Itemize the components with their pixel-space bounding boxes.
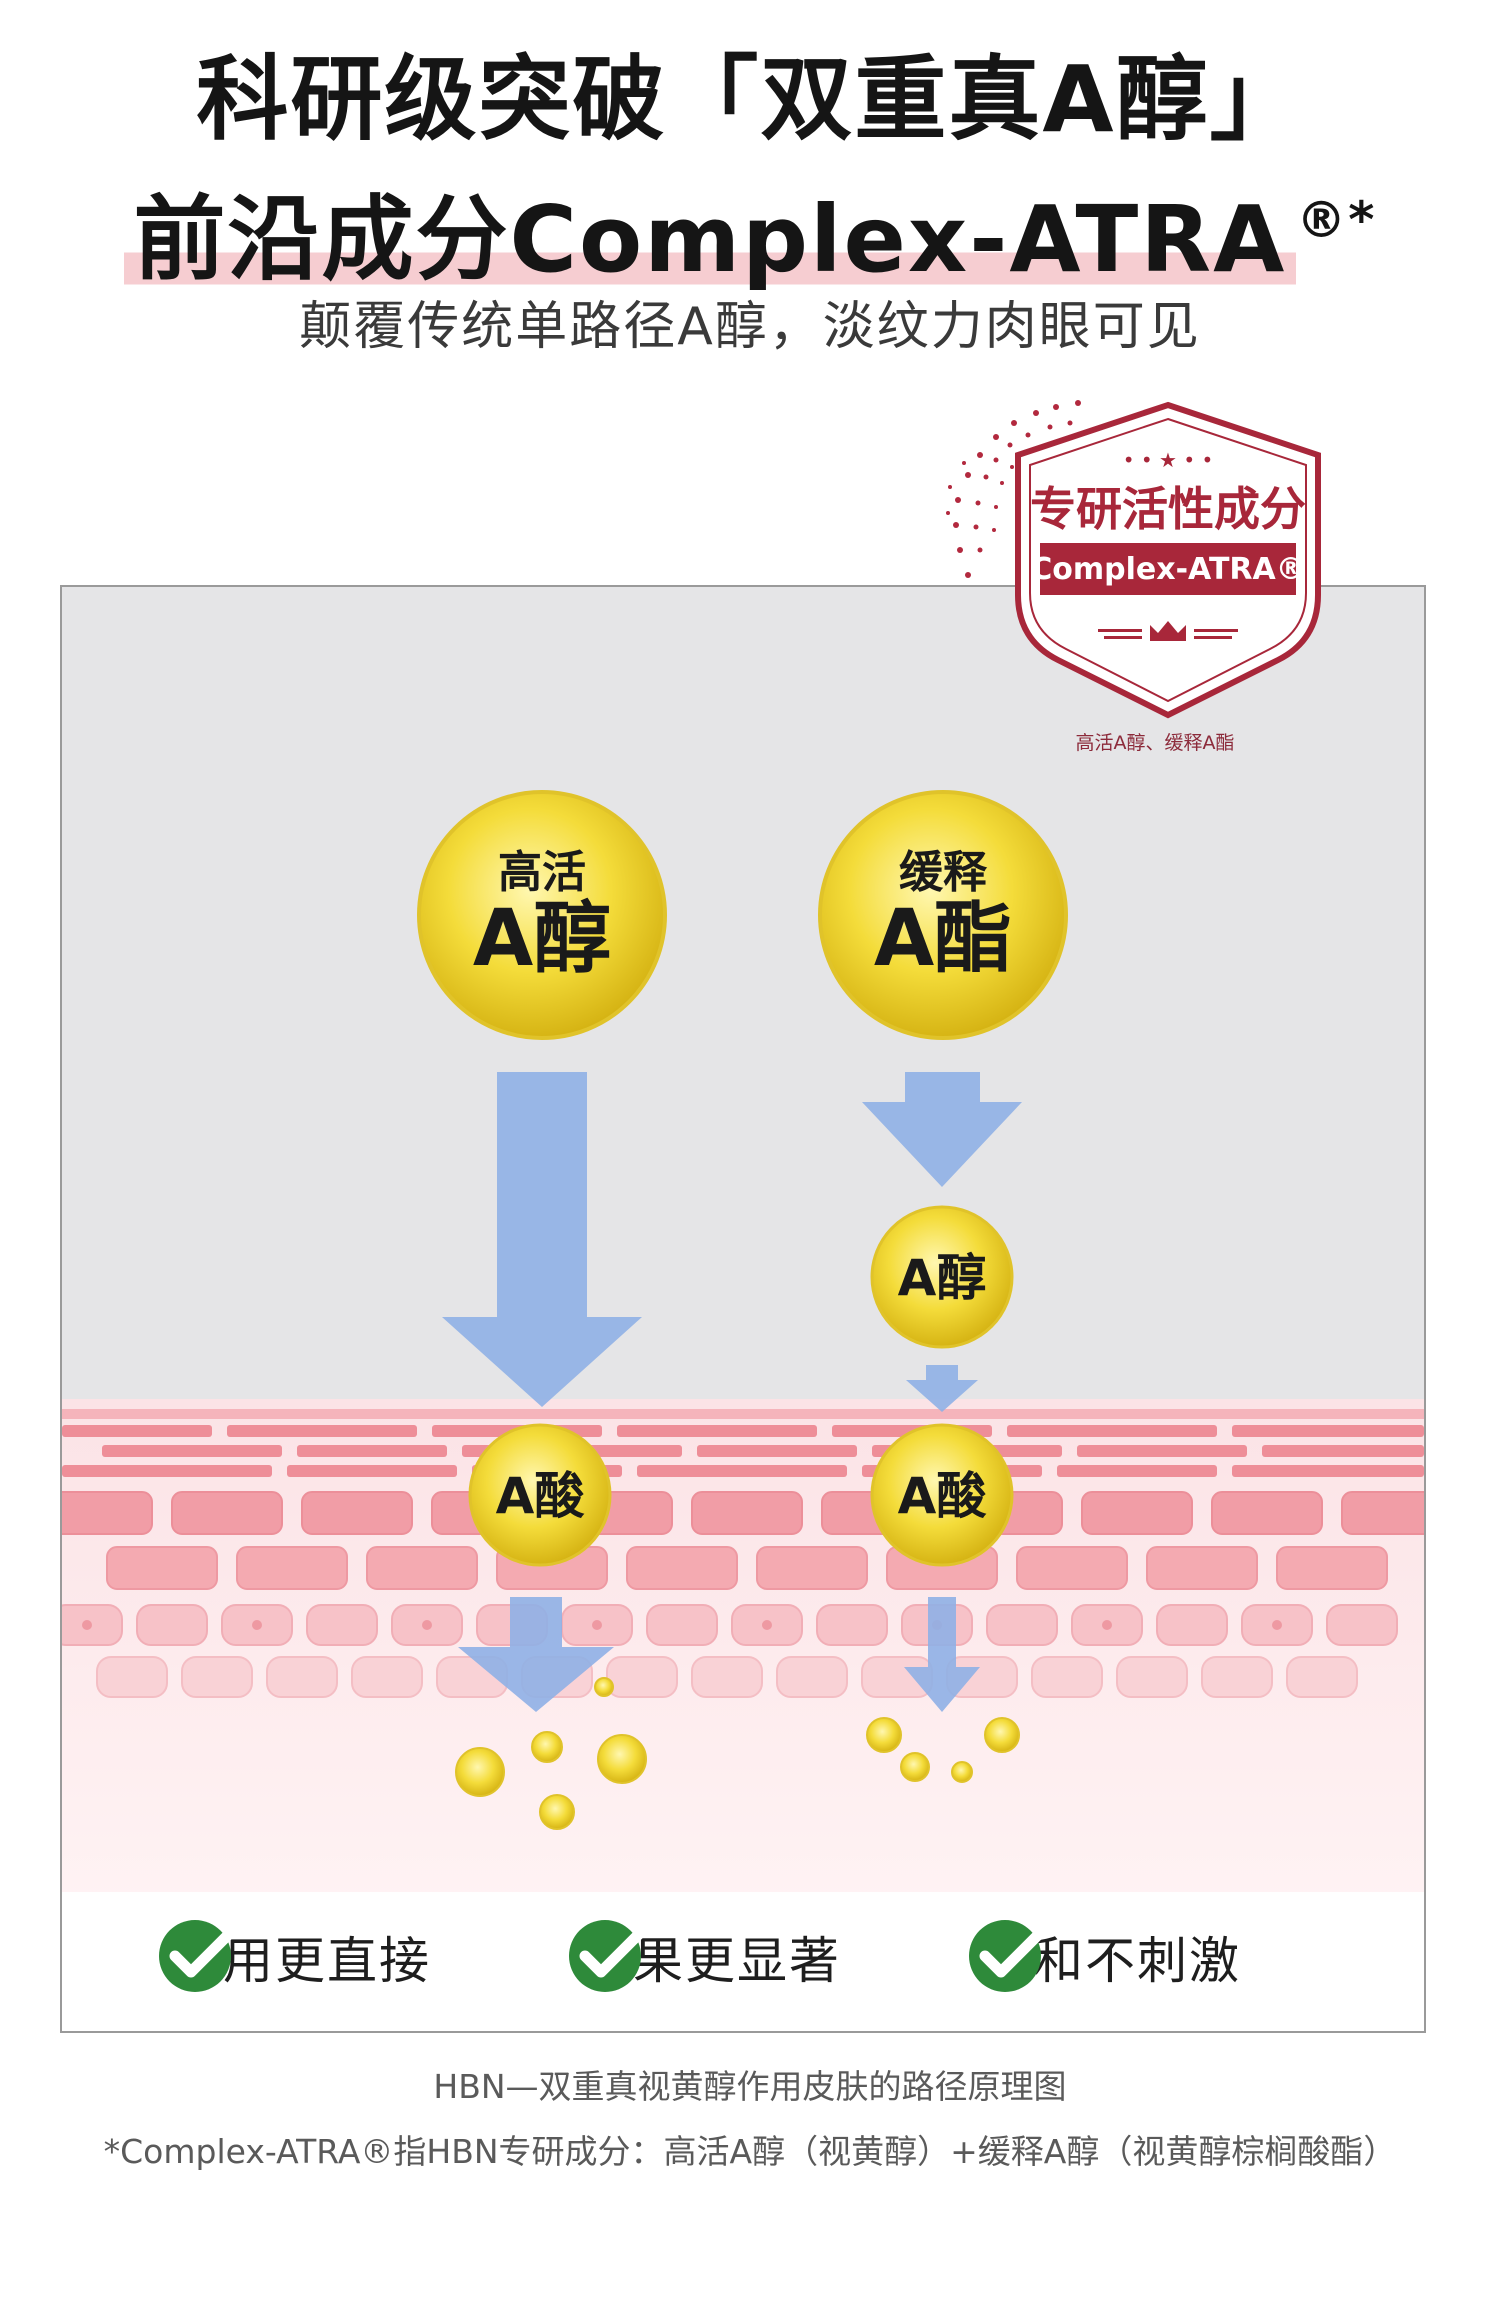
arrow-right-middle xyxy=(906,1365,978,1412)
badge-ribbon xyxy=(1040,543,1296,595)
background-air xyxy=(62,587,1424,1422)
arrow-right-lower xyxy=(904,1597,980,1712)
ball-left-top: 高活 A醇 xyxy=(417,790,667,1040)
check-icon xyxy=(159,1914,249,1992)
ingredient-badge: • • ★ • • 专研活性成分 Complex-ATRA® xyxy=(938,385,1338,765)
droplets-left xyxy=(455,1677,647,1830)
headline-line2: 前沿成分Complex-ATRA®* xyxy=(0,160,1500,300)
arrow-left-lower xyxy=(458,1597,614,1712)
benefit-3: 温和不刺激 xyxy=(967,1912,1241,2002)
ball-right-top-line2: A酯 xyxy=(874,894,1012,984)
check-icon xyxy=(569,1914,659,1992)
ball-right-bottom: A酸 xyxy=(870,1423,1014,1567)
benefits-band xyxy=(62,1892,1424,2031)
ball-left-top-line1: 高活 xyxy=(498,847,586,898)
benefit-2: 效果更显著 xyxy=(567,1912,841,2002)
ball-right-bottom-label: A酸 xyxy=(898,1467,988,1525)
headline-line2-text: 前沿成分Complex-ATRA xyxy=(123,186,1297,293)
arrow-left-main xyxy=(442,1072,642,1407)
ball-left-bottom-label: A酸 xyxy=(496,1467,586,1525)
crown-icon xyxy=(1098,621,1238,641)
ball-right-top-line1: 缓释 xyxy=(899,847,988,898)
headline-line1: 科研级突破「双重真A醇」 xyxy=(196,46,1304,153)
subtitle: 颠覆传统单路径A醇，淡纹力肉眼可见 xyxy=(299,297,1201,357)
pathway-diagram: 高活 A醇 A酸 缓释 A酯 A醇 A酸 xyxy=(60,585,1426,2033)
footnote: *Complex-ATRA®指HBN专研成分：高活A醇（视黄醇）+缓释A醇（视黄… xyxy=(103,2132,1397,2171)
ball-right-middle-label: A醇 xyxy=(898,1249,987,1307)
ball-left-top-line2: A醇 xyxy=(473,894,611,984)
badge-graphic: • • ★ • • 专研活性成分 Complex-ATRA® xyxy=(946,400,1321,719)
skin-cells-row4 xyxy=(96,1656,1358,1698)
badge-stars: • • ★ • • xyxy=(1123,448,1214,472)
diagram-caption: HBN—双重真视黄醇作用皮肤的路径原理图 xyxy=(433,2067,1067,2106)
check-icon xyxy=(969,1914,1059,1992)
headline-line2-mark: ®* xyxy=(1296,191,1377,249)
droplets-right xyxy=(866,1717,1020,1783)
skin-cells-row3 xyxy=(62,1604,1398,1646)
arrow-right-top xyxy=(862,1072,1022,1187)
svg-text:• • ★ • •: • • ★ • • xyxy=(1123,448,1214,472)
ball-right-top: 缓释 A酯 xyxy=(818,790,1068,1040)
badge-note: 高活A醇、缓释A酯 xyxy=(1075,732,1235,754)
sunburst-dots xyxy=(946,400,1081,578)
benefit-1: 作用更直接 xyxy=(157,1912,431,2002)
badge-ribbon-text: Complex-ATRA® xyxy=(1030,552,1305,587)
skin-cells-row1 xyxy=(62,1491,1424,1535)
ball-right-middle: A醇 xyxy=(870,1205,1014,1349)
ball-left-bottom: A酸 xyxy=(468,1423,612,1567)
skin-layer xyxy=(62,1399,1424,1911)
badge-title: 专研活性成分 xyxy=(1030,482,1306,536)
pathway-diagram-graphic: 高活 A醇 A酸 缓释 A酯 A醇 A酸 xyxy=(62,587,1424,2031)
